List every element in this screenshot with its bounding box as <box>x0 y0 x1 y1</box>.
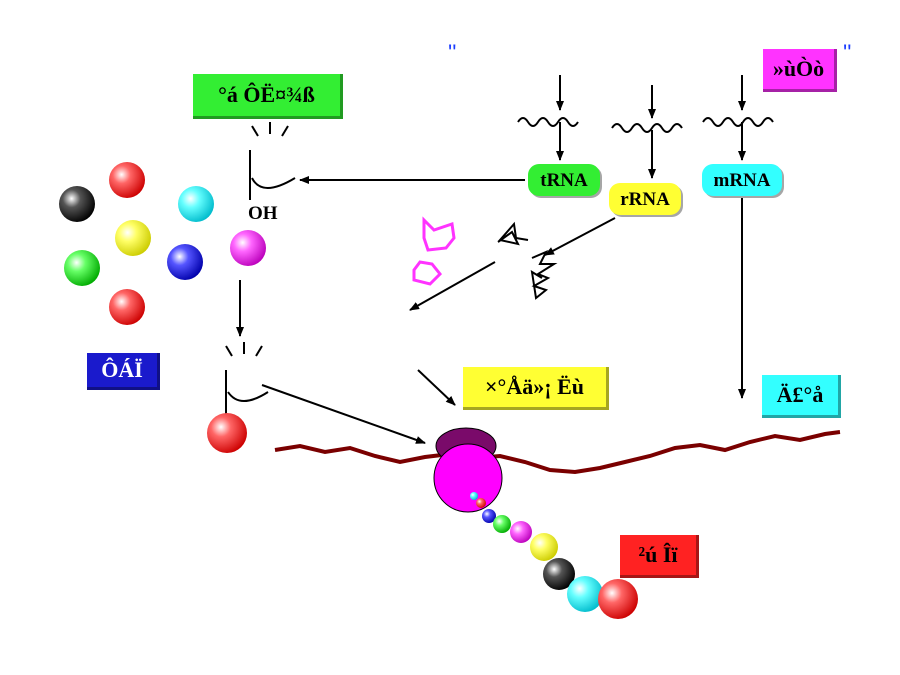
peptide-red-end <box>598 579 638 619</box>
amino-acid-black <box>59 186 95 222</box>
magenta-protein-icon-2 <box>412 260 443 286</box>
rrna-arrow <box>544 217 616 256</box>
trna-carrier-shape <box>249 122 296 200</box>
gene-label: »ùÒò <box>763 49 837 92</box>
assembly-site-label: ×°Åä»¡ Ëù <box>463 367 609 410</box>
raw-material-label: Ô­ÁÏ <box>87 353 160 390</box>
magenta-protein-icon-1 <box>422 216 456 252</box>
mrna-gene-wavy-line <box>702 75 774 161</box>
amino-acid-green <box>64 250 100 286</box>
rrna-label: rRNA <box>609 183 681 215</box>
assembly-to-ribosome-arrow <box>417 369 456 406</box>
amino-acid-red-top <box>109 162 145 198</box>
peptide-green <box>493 515 511 533</box>
peptide-blue <box>482 509 496 523</box>
carrier-to-ribosome-arrow <box>261 384 426 444</box>
carried-amino-acid-red <box>207 413 247 453</box>
peptide-cyan <box>567 576 603 612</box>
product-label: ²ú Îï <box>620 535 699 578</box>
peptide-yellow <box>530 533 558 561</box>
tick-mark-left: '' <box>448 40 457 65</box>
peptide-cyan-small <box>470 492 478 500</box>
carrier-tool-label: °á ÔË¤¾ß <box>193 74 343 119</box>
oh-group-label: OH <box>248 203 278 224</box>
amino-acid-cyan <box>178 186 214 222</box>
rrna-gene-wavy-line <box>611 85 683 179</box>
peptide-magenta <box>510 521 532 543</box>
trna-label: tRNA <box>528 164 600 196</box>
protein-squiggle-icon <box>497 221 529 246</box>
protein-to-assembly-arrow <box>409 261 496 311</box>
amino-acid-blue <box>167 244 203 280</box>
protein-coil-icon <box>530 250 558 300</box>
mrna-label: mRNA <box>702 164 782 196</box>
template-label: Ä£°å <box>762 375 841 418</box>
amino-acid-red-bottom <box>109 289 145 325</box>
ribosome-large-subunit <box>433 443 503 513</box>
trna-gene-wavy-line <box>517 75 579 161</box>
loaded-trna-carrier <box>225 342 269 416</box>
peptide-black <box>543 558 575 590</box>
amino-acid-yellow <box>115 220 151 256</box>
peptide-red-small <box>476 498 486 508</box>
amino-acid-magenta <box>230 230 266 266</box>
tick-mark-right: '' <box>843 40 852 65</box>
mrna-strand <box>274 430 841 475</box>
